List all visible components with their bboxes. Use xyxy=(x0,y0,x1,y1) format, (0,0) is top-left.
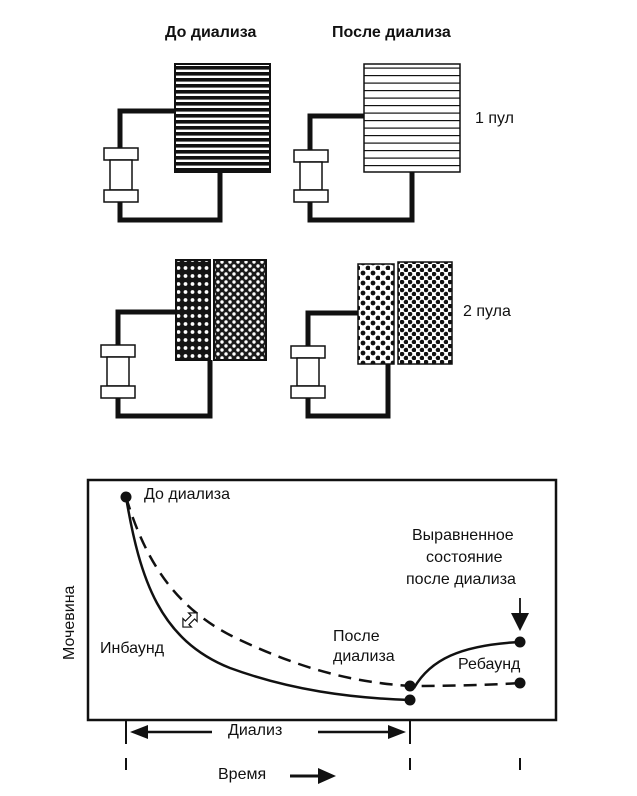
point-equilibrated xyxy=(514,636,526,648)
label-dialysis-span: Диализ xyxy=(228,722,283,739)
two-pool-after xyxy=(290,261,453,419)
dialyzer-icon xyxy=(103,147,139,203)
y-axis-label: Мочевина xyxy=(61,585,78,660)
span-arrow-right-head xyxy=(388,725,406,739)
label-rebound: Ребаунд xyxy=(458,656,521,673)
point-after-dialysis-dashed xyxy=(404,680,416,692)
one-pool-label: 1 пул xyxy=(475,110,514,127)
two-pool-before xyxy=(100,259,267,419)
one-pool-before xyxy=(103,63,271,223)
label-equilibrated-line3: после диализа xyxy=(406,571,516,588)
dialyzer-icon xyxy=(290,345,326,399)
header-before-dialysis: До диализа xyxy=(165,24,257,41)
dialyzer-icon xyxy=(100,344,136,399)
label-inbound: Инбаунд xyxy=(100,640,165,657)
label-time-axis: Время xyxy=(218,766,267,783)
measured-curve xyxy=(124,496,411,702)
label-before-dialysis: До диализа xyxy=(144,486,231,503)
dialyzer-icon xyxy=(293,149,329,203)
single-pool-curve xyxy=(124,496,521,688)
graph-frame xyxy=(86,478,558,722)
rebound-curve xyxy=(412,640,521,689)
body-pool-after xyxy=(363,63,461,173)
intravascular-pool-before xyxy=(175,259,211,361)
label-after-line1: После xyxy=(333,628,380,645)
inbound-arrow-icon xyxy=(182,612,198,628)
extravascular-pool-before xyxy=(213,259,267,361)
point-after-dialysis xyxy=(404,694,416,706)
label-equilibrated-line2: состояние xyxy=(426,549,503,566)
extravascular-pool-after xyxy=(397,261,453,365)
header-after-dialysis: После диализа xyxy=(332,24,451,41)
two-pool-label: 2 пула xyxy=(463,303,511,320)
intravascular-pool-after xyxy=(357,263,395,365)
point-before-dialysis xyxy=(120,491,132,503)
time-arrow-head xyxy=(318,768,336,784)
point-equilibrated-dashed xyxy=(514,677,526,689)
urea-kinetics-graph: Мочевина xyxy=(61,478,558,784)
label-after-line2: диализа xyxy=(333,648,395,665)
label-equilibrated-line1: Выравненное xyxy=(412,527,514,544)
span-arrow-left-head xyxy=(130,725,148,739)
one-pool-after xyxy=(293,63,461,223)
body-pool-before xyxy=(174,63,271,173)
